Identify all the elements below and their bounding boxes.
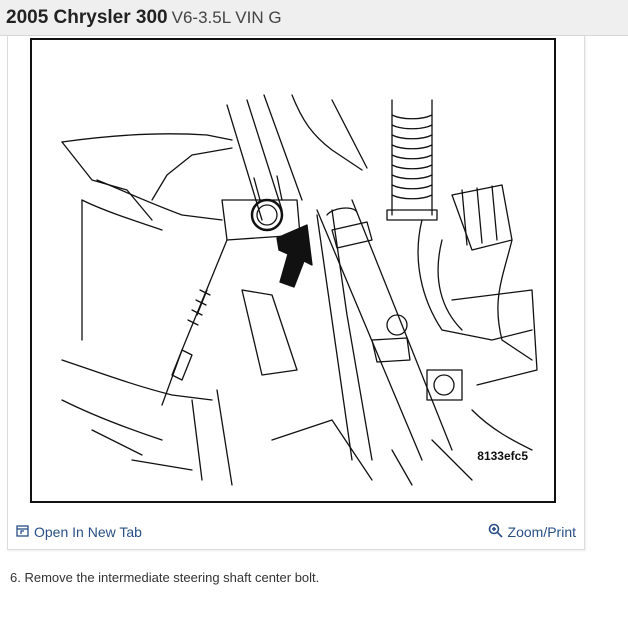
diagram-figure[interactable]: 8133efc5 xyxy=(30,38,556,503)
open-new-tab-icon xyxy=(16,524,29,540)
diagram-line xyxy=(371,337,411,363)
figure-toolbar: Open In New Tab Zoom/Print xyxy=(8,516,584,548)
diagram-line xyxy=(61,133,233,143)
diagram-line xyxy=(471,409,533,451)
diagram-line xyxy=(61,141,153,221)
diagram-line xyxy=(91,429,193,471)
lower-bolt xyxy=(433,374,455,396)
diagram-line xyxy=(497,239,533,361)
steering-shaft xyxy=(316,199,453,461)
diagram-line xyxy=(151,147,233,201)
instruction-step: 6. Remove the intermediate steering shaf… xyxy=(10,570,320,585)
steering-shaft-diagram xyxy=(61,94,538,486)
diagram-line xyxy=(96,179,223,221)
diagram-line xyxy=(271,419,373,481)
shaft-coupler xyxy=(331,221,373,249)
diagram-line xyxy=(263,94,303,201)
diagram-line xyxy=(331,99,368,169)
diagram-line xyxy=(241,289,298,376)
zoom-icon xyxy=(488,523,503,541)
diagram-line xyxy=(451,289,538,386)
page-header: 2005 Chrysler 300 V6-3.5L VIN G xyxy=(0,0,628,36)
open-new-tab-label: Open In New Tab xyxy=(34,524,142,540)
open-new-tab-link[interactable]: Open In New Tab xyxy=(16,524,142,540)
diagram-line xyxy=(226,104,263,221)
zoom-print-link[interactable]: Zoom/Print xyxy=(488,523,576,541)
diagram-line xyxy=(61,359,213,401)
diagram-line xyxy=(246,99,283,211)
diagram-line xyxy=(326,207,358,216)
diagram-line xyxy=(191,389,233,486)
diagram-line xyxy=(461,185,498,246)
diagram-line xyxy=(81,199,163,231)
diagram-line xyxy=(391,439,473,486)
diagram-line xyxy=(61,399,163,441)
figure-code: 8133efc5 xyxy=(477,449,528,463)
diagram-line xyxy=(426,369,463,401)
diagram-line xyxy=(253,175,283,201)
vehicle-title: 2005 Chrysler 300 xyxy=(6,6,168,28)
diagram-line xyxy=(316,209,373,461)
figure-panel: 8133efc5 Open In New Tab xyxy=(7,36,585,550)
center-bolt-inner xyxy=(256,204,278,226)
diagram-line xyxy=(437,239,463,331)
spring-cable xyxy=(161,239,228,406)
diagram-line xyxy=(417,219,533,341)
corrugated-hose xyxy=(386,99,438,221)
zoom-print-label: Zoom/Print xyxy=(507,524,576,540)
engine-subtitle: V6-3.5L VIN G xyxy=(171,7,282,27)
pointer-arrow xyxy=(276,224,313,288)
diagram-line xyxy=(291,94,363,171)
bracket-bolt xyxy=(386,314,408,336)
